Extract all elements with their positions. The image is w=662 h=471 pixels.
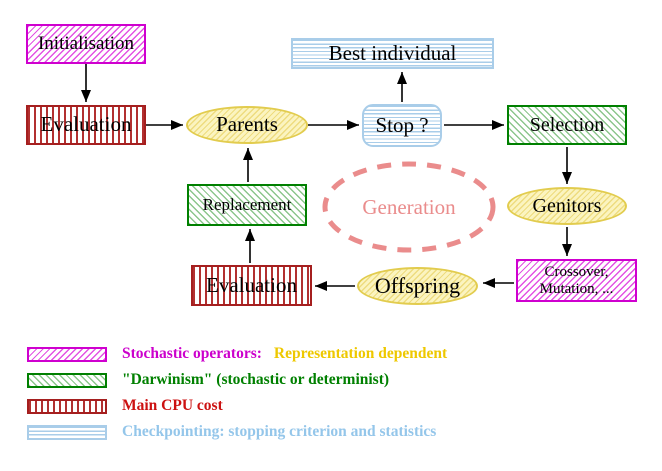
node-crossover-label-line1: Crossover, (544, 264, 609, 280)
legend-label-main-cpu-cost: Main CPU cost (122, 397, 223, 414)
node-initialisation: Initialisation (26, 24, 146, 64)
node-initialisation-label: Initialisation (37, 32, 135, 54)
legend-swatch-magenta-hatch (27, 346, 107, 362)
legend-item-main-cpu-cost: Main CPU cost (27, 397, 223, 414)
node-replacement-label: Replacement (202, 194, 292, 214)
node-evaluation-bottom: Evaluation (191, 265, 312, 306)
node-genitors-label: Genitors (532, 195, 602, 217)
node-evaluation-bottom-label: Evaluation (206, 272, 297, 297)
node-offspring: Offspring (357, 267, 478, 305)
legend-item-checkpointing: Checkpointing: stopping criterion and st… (27, 423, 437, 440)
legend-label-stochastic-operators: Stochastic operators: (122, 345, 262, 362)
legend-label-representation-dependent: Representation dependent (273, 345, 448, 362)
node-stop-label: Stop ? (375, 112, 429, 137)
node-parents: Parents (186, 106, 308, 144)
generation-text: Generation (362, 194, 456, 219)
node-selection-label: Selection (529, 114, 605, 136)
node-evaluation-top: Evaluation (26, 105, 146, 145)
node-crossover-mutation: Crossover, Mutation, ... (516, 259, 637, 302)
node-crossover-label-line2: Mutation, ... (539, 280, 614, 297)
legend-label-darwinism: "Darwinism" (stochastic or determinist) (122, 371, 390, 388)
node-evaluation-top-label: Evaluation (40, 112, 132, 137)
node-best-individual: Best individual (291, 38, 494, 69)
legend-item-stochastic-operators: Stochastic operators: Representation dep… (27, 345, 448, 362)
node-offspring-label: Offspring (374, 272, 461, 298)
node-stop: Stop ? (362, 104, 442, 147)
node-replacement: Replacement (187, 184, 307, 226)
node-best-individual-label: Best individual (328, 40, 457, 65)
legend-label-checkpointing: Checkpointing: stopping criterion and st… (122, 423, 437, 440)
legend-swatch-green-hatch (27, 372, 107, 388)
node-genitors: Genitors (507, 187, 627, 225)
legend-item-darwinism: "Darwinism" (stochastic or determinist) (27, 371, 390, 388)
node-parents-label: Parents (216, 112, 278, 137)
node-selection: Selection (507, 105, 627, 145)
legend-swatch-cyan-stripes (27, 424, 107, 440)
legend-swatch-red-stripes (27, 398, 107, 414)
generation-label: Generation (329, 192, 489, 222)
